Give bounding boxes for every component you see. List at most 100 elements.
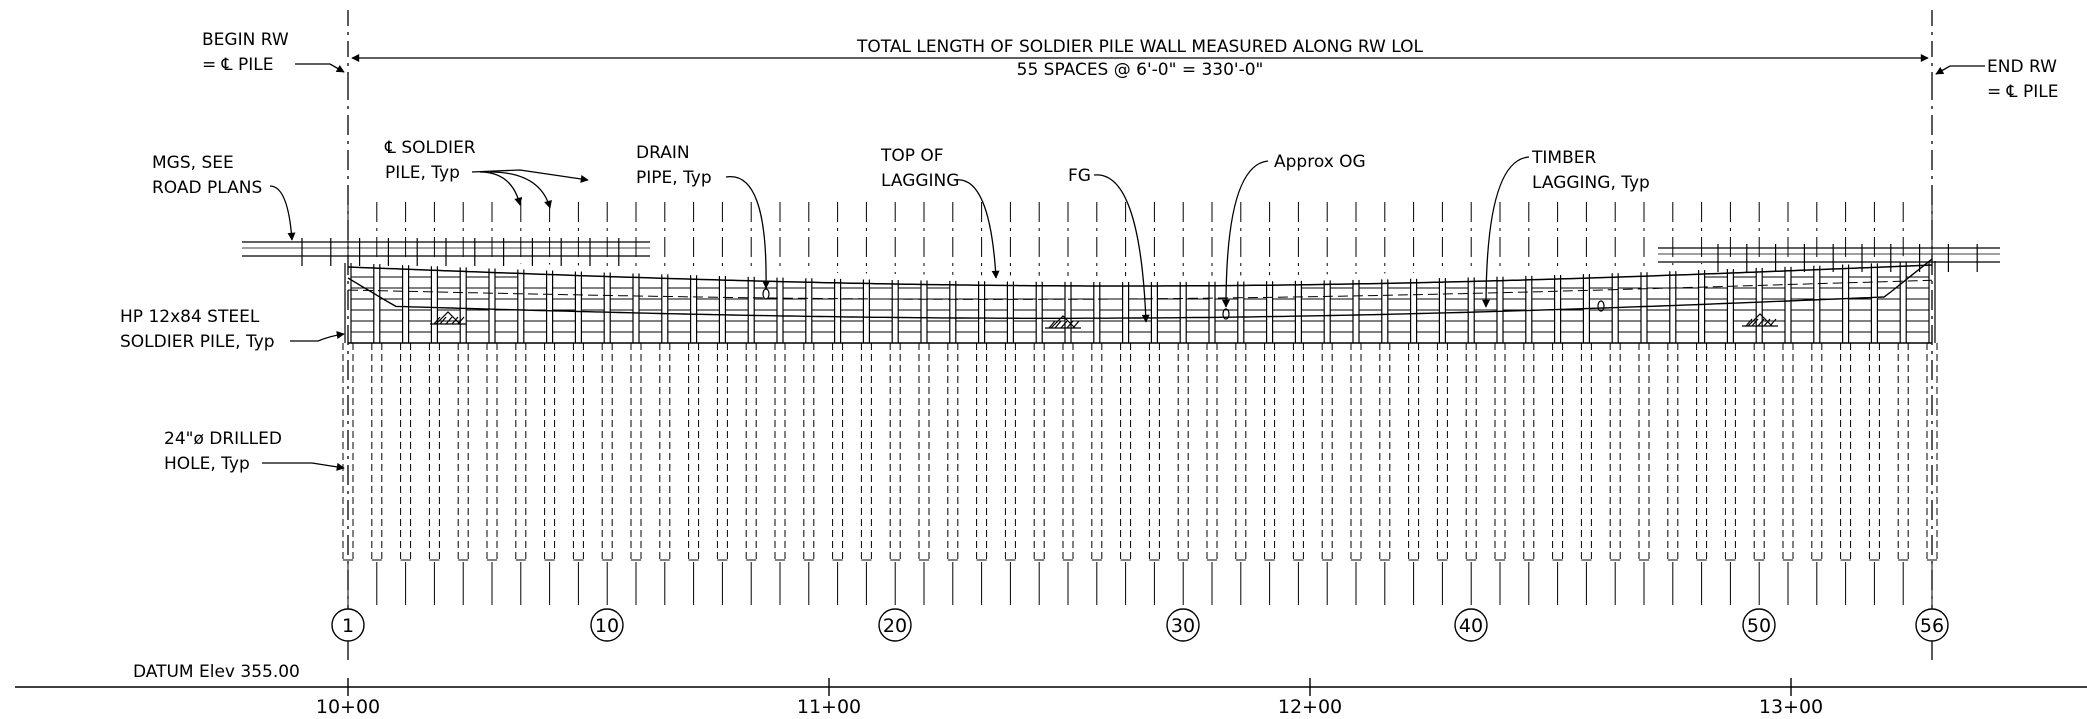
approx-og-label: Approx OG xyxy=(1274,152,1366,172)
drilled-hole-leader xyxy=(262,462,345,471)
callout-labels: BEGIN RW = ℄ PILE END RW = ℄ PILE MGS, S… xyxy=(120,30,2058,474)
wall-elevation xyxy=(242,80,2000,660)
soldier-pile xyxy=(1408,202,1420,605)
approx-og-line xyxy=(347,279,1933,300)
soldier-pile xyxy=(572,202,584,605)
soldier-pile xyxy=(659,202,671,605)
mgs-label-2: ROAD PLANS xyxy=(152,178,262,198)
drain-pipe-leader xyxy=(725,176,771,289)
soldier-pile xyxy=(601,202,613,605)
pile-number-bubbles: 1 10 20 30 40 50 56 xyxy=(331,608,1949,642)
soldier-pile xyxy=(1724,202,1736,605)
soldier-pile xyxy=(1206,202,1218,605)
soldier-pile xyxy=(1235,202,1247,605)
drain-pipe-label: DRAIN xyxy=(636,143,690,163)
soldier-piles xyxy=(342,202,1938,605)
overall-dimension: TOTAL LENGTH OF SOLDIER PILE WALL MEASUR… xyxy=(347,10,1933,80)
begin-rw-leader xyxy=(295,63,345,73)
soldier-pile xyxy=(716,202,728,605)
approx-og-leader xyxy=(1222,160,1269,308)
fg-leader xyxy=(1093,174,1150,323)
soldier-pile xyxy=(1379,202,1391,605)
timber-lagging-label-2: LAGGING, Typ xyxy=(1532,173,1650,193)
soldier-pile xyxy=(1062,202,1074,605)
soldier-pile xyxy=(803,202,815,605)
soldier-pile-leader-a xyxy=(471,169,589,183)
soldier-pile xyxy=(1120,202,1132,605)
soldier-pile xyxy=(457,202,469,605)
soldier-pile xyxy=(1033,202,1045,605)
pile-bubble-40: 40 xyxy=(1454,608,1488,642)
soldier-pile xyxy=(371,202,383,605)
soldier-pile xyxy=(1523,202,1535,605)
soldier-pile xyxy=(544,202,556,605)
soldier-pile xyxy=(1753,202,1765,605)
soldier-pile xyxy=(1004,202,1016,605)
soldier-pile xyxy=(1436,202,1448,605)
soldier-pile xyxy=(1609,202,1621,605)
soldier-pile xyxy=(1552,202,1564,605)
datum-label: DATUM Elev 355.00 xyxy=(133,662,300,682)
top-of-lagging-label: TOP OF xyxy=(880,146,944,166)
drain-pipe xyxy=(762,288,770,300)
soldier-pile xyxy=(1091,202,1103,605)
pile-bubble-1: 1 xyxy=(331,608,365,642)
soldier-pile xyxy=(428,202,440,605)
pile-bubble-30: 30 xyxy=(1166,608,1200,642)
pile-number: 50 xyxy=(1747,615,1771,637)
leader-lines xyxy=(262,63,1985,471)
timber-lagging-leader xyxy=(1482,156,1530,308)
drilled-hole-label-2: HOLE, Typ xyxy=(164,454,250,474)
dimension-text-2: 55 SPACES @ 6'-0" = 330'-0" xyxy=(1017,60,1264,80)
soldier-pile xyxy=(515,202,527,605)
ground-hatch-symbol xyxy=(430,311,466,325)
soldier-pile xyxy=(1897,202,1909,605)
dimension-text-1: TOTAL LENGTH OF SOLDIER PILE WALL MEASUR… xyxy=(856,37,1423,57)
soldier-pile xyxy=(1580,202,1592,605)
drain-pipe xyxy=(1222,308,1230,320)
pile-number: 1 xyxy=(342,615,354,637)
hp-pile-label: HP 12x84 STEEL xyxy=(120,307,260,327)
soldier-pile xyxy=(1638,202,1650,605)
pile-number: 40 xyxy=(1459,615,1483,637)
finished-grade-line xyxy=(347,258,1933,319)
soldier-pile xyxy=(1696,202,1708,605)
drilled-hole-label: 24"ø DRILLED xyxy=(164,429,282,449)
soldier-pile xyxy=(774,202,786,605)
soldier-pile xyxy=(1811,202,1823,605)
soldier-pile xyxy=(630,202,642,605)
soldier-pile xyxy=(1465,202,1477,605)
soldier-pile-cl-label: ℄ SOLDIER xyxy=(384,138,476,158)
soldier-pile xyxy=(1350,202,1362,605)
station-label: 12+00 xyxy=(1278,696,1342,718)
soldier-pile-cl-label-2: PILE, Typ xyxy=(385,163,460,183)
soldier-pile xyxy=(860,202,872,605)
pile-bubble-56: 56 xyxy=(1915,608,1949,642)
soldier-pile-leader-b xyxy=(479,171,523,206)
soldier-pile xyxy=(976,202,988,605)
begin-rw-label-2: = ℄ PILE xyxy=(202,55,273,75)
pile-number: 20 xyxy=(883,615,907,637)
soldier-pile xyxy=(745,202,757,605)
top-of-lagging-label-2: LAGGING xyxy=(881,171,959,191)
soldier-pile xyxy=(832,202,844,605)
pile-bubble-20: 20 xyxy=(878,608,912,642)
drain-pipe xyxy=(1597,300,1605,312)
pile-number: 56 xyxy=(1920,615,1944,637)
pile-number: 10 xyxy=(595,615,619,637)
ground-hatch-symbol xyxy=(1045,315,1081,329)
end-rw-leader xyxy=(1935,65,1985,75)
drain-pipe-label-2: PIPE, Typ xyxy=(636,168,712,188)
stationing: DATUM Elev 355.00 10+00 11+00 12+00 13+0… xyxy=(15,662,2087,718)
soldier-pile xyxy=(1782,202,1794,605)
soldier-pile xyxy=(947,202,959,605)
hp-pile-label-2: SOLDIER PILE, Typ xyxy=(120,332,275,352)
end-rw-label-2: = ℄ PILE xyxy=(1987,82,2058,102)
soldier-pile xyxy=(1148,202,1160,605)
top-of-lagging-line xyxy=(347,264,1933,287)
soldier-pile xyxy=(1321,202,1333,605)
soldier-pile xyxy=(1292,202,1304,605)
end-rw-label: END RW xyxy=(1987,57,2057,77)
fg-label: FG xyxy=(1068,166,1091,186)
